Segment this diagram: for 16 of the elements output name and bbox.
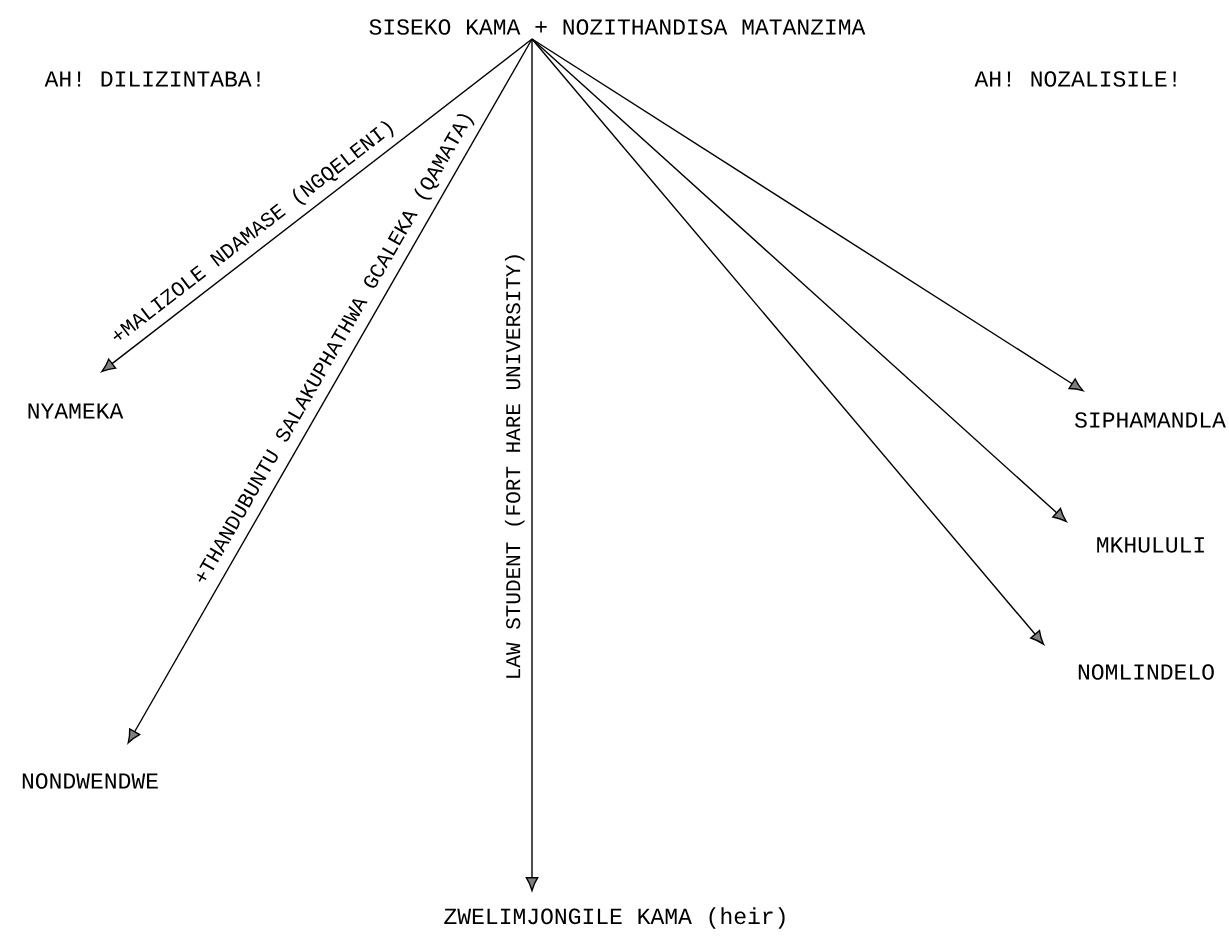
- child-name-label: SIPHAMANDLA: [1075, 412, 1226, 428]
- root-couple-label: SISEKO KAMA + NOZITHANDISA MATANZIMA: [369, 19, 866, 35]
- child-name-label: NYAMEKA: [28, 403, 124, 419]
- child-name-label: NONDWENDWE: [22, 773, 158, 789]
- edge-label: LAW STUDENT (FORT HARE UNIVERSITY): [504, 255, 525, 678]
- exclamation-note: AH! DILIZINTABA!: [44, 71, 260, 87]
- arrow: [531, 38, 1084, 392]
- arrow: [525, 38, 539, 892]
- child-name-label: MKHULULI: [1097, 537, 1204, 553]
- arrow: [531, 38, 1045, 645]
- arrow: [127, 38, 533, 744]
- arrow: [531, 38, 1067, 523]
- child-name-label: NOMLINDELO: [1078, 664, 1214, 680]
- exclamation-note: AH! NOZALISILE!: [974, 71, 1176, 87]
- child-name-label: ZWELIMJONGILE KAMA (heir): [444, 907, 785, 929]
- arrow: [101, 38, 533, 373]
